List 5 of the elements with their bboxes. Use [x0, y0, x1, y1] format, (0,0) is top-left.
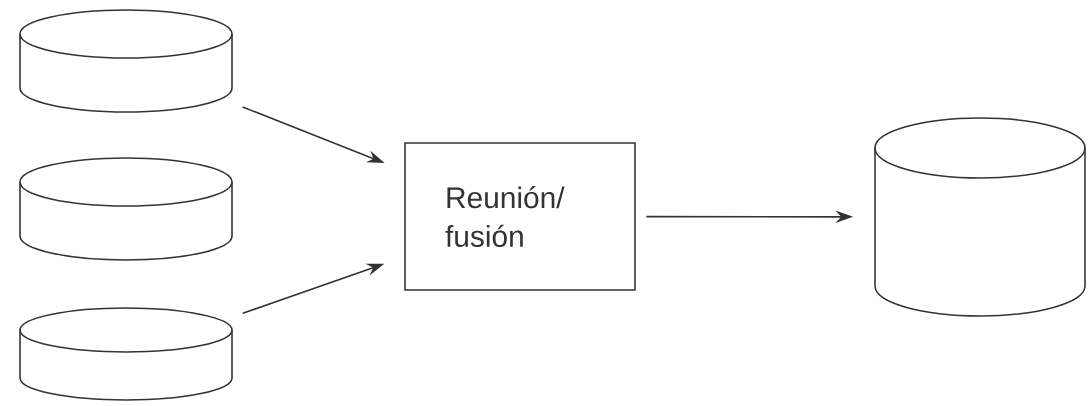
database-cylinder	[19, 307, 233, 401]
database-cylinder	[19, 157, 233, 261]
database-cylinder	[19, 9, 233, 113]
database-cylinder	[874, 117, 1086, 317]
process-box: Reunión/ fusión	[404, 142, 636, 291]
